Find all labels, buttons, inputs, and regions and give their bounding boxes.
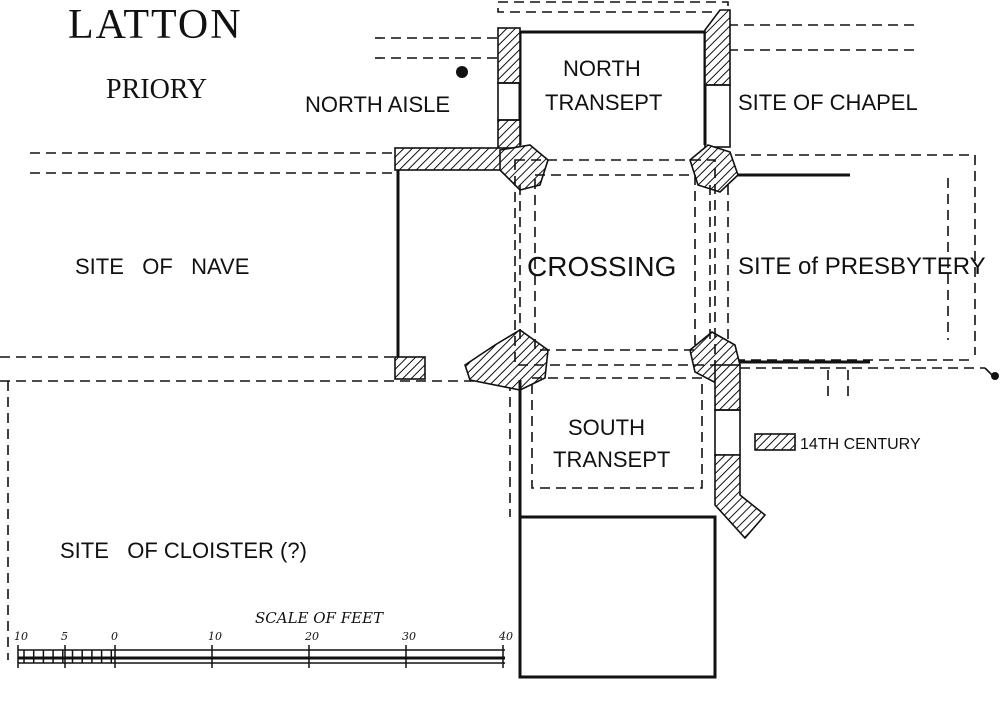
scale-tick-label: 10 [14,630,28,643]
north-transept-label-1: NORTH [563,56,641,81]
scale-tick-label: 5 [61,630,68,643]
site-of-chapel-label: SITE OF CHAPEL [738,90,918,115]
site-of-cloister-label: SITE OF CLOISTER (?) [60,538,307,563]
legend-label: 14TH CENTURY [800,436,921,453]
site-of-nave-label: SITE OF NAVE [75,254,249,279]
scale-tick-label: 40 [498,630,513,643]
scale-tick-label: 20 [304,630,319,643]
scale-tick-label: 10 [208,630,222,643]
scale-tick-label: 30 [402,630,416,643]
south-chamber [518,515,717,679]
scale-title: SCALE OF FEET [255,609,384,627]
scale-ticks: 10 5 0 10 20 30 40 [14,630,513,668]
plan-title: LATTON [68,2,243,48]
legend-swatch [754,433,796,451]
north-aisle-label: NORTH AISLE [305,92,450,117]
legend: 14TH CENTURY [754,433,921,453]
site-of-presbytery-label: SITE of PRESBYTERY [738,253,986,280]
north-transept [497,9,731,156]
presbytery-outline [730,154,999,398]
crossing [394,144,741,391]
plan-subtitle: PRIORY [106,74,207,105]
well-marker [456,66,468,78]
south-transept-label-2: TRANSEPT [553,447,670,472]
chapel-outline [497,1,920,51]
north-transept-label-2: TRANSEPT [545,90,662,115]
south-transept-label-1: SOUTH [568,415,645,440]
scale-bar: SCALE OF FEET 10 5 0 10 20 30 40 [14,609,513,668]
crossing-label: CROSSING [527,251,676,282]
scale-tick-label: 0 [111,630,118,643]
nave-outline [0,37,498,358]
cloister-outline [0,380,511,660]
